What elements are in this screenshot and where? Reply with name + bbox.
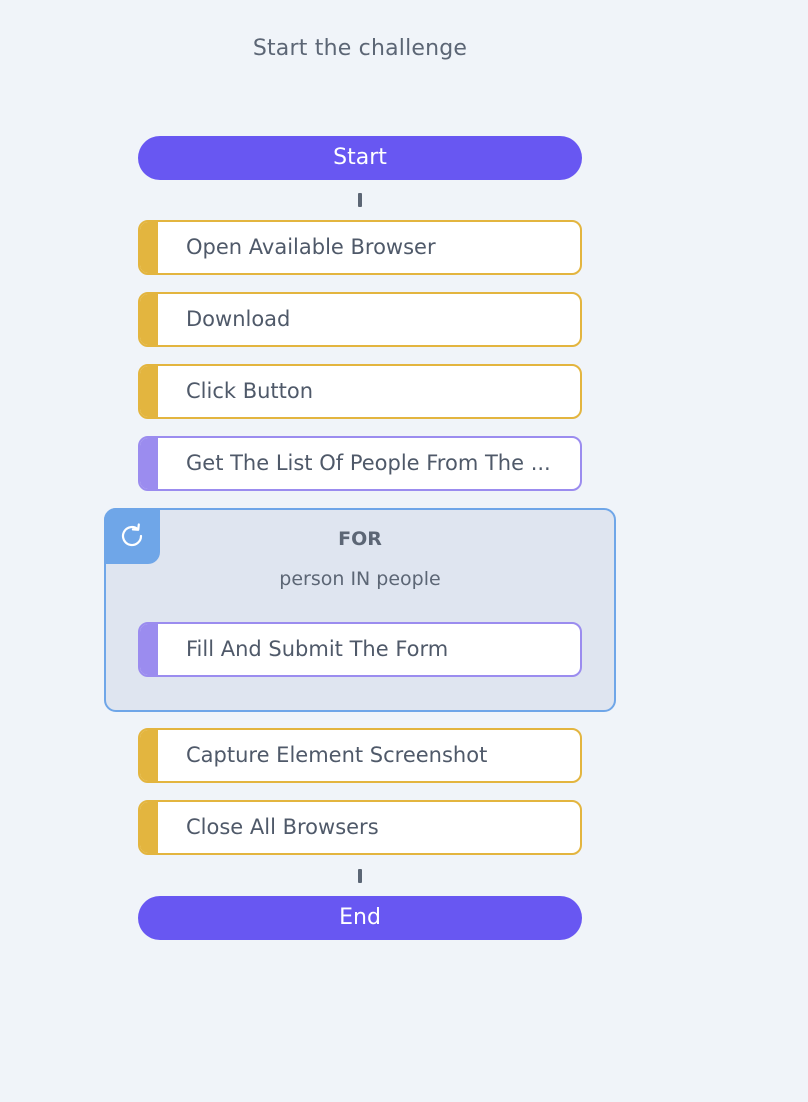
step-label: Get The List Of People From The ... <box>186 451 551 475</box>
for-loop-block[interactable]: FOR person IN people Fill And Submit The… <box>104 508 616 712</box>
step-fill-and-submit-form[interactable]: Fill And Submit The Form <box>138 622 582 677</box>
page-title: Start the challenge <box>252 36 468 61</box>
step-get-list-of-people[interactable]: Get The List Of People From The ... <box>138 436 582 491</box>
step-label: Click Button <box>186 379 314 403</box>
start-connector <box>358 193 362 207</box>
step-open-available-browser[interactable]: Open Available Browser <box>138 220 582 275</box>
for-expression: person IN people <box>279 568 441 590</box>
step-click-button[interactable]: Click Button <box>138 364 582 419</box>
end-connector <box>358 869 362 883</box>
keyword-type-marker <box>140 802 158 853</box>
step-label: Open Available Browser <box>186 235 436 259</box>
step-label: Download <box>186 307 291 331</box>
step-close-all-browsers[interactable]: Close All Browsers <box>138 800 582 855</box>
step-capture-element-screenshot[interactable]: Capture Element Screenshot <box>138 728 582 783</box>
keyword-type-marker <box>140 624 158 675</box>
refresh-icon <box>104 508 160 564</box>
step-label: Close All Browsers <box>186 815 379 839</box>
keyword-type-marker <box>140 438 158 489</box>
keyword-type-marker <box>140 730 158 781</box>
keyword-type-marker <box>140 222 158 273</box>
keyword-type-marker <box>140 366 158 417</box>
start-node[interactable]: Start <box>138 136 582 180</box>
end-node[interactable]: End <box>138 896 582 940</box>
for-keyword: FOR <box>338 528 382 550</box>
step-download[interactable]: Download <box>138 292 582 347</box>
keyword-type-marker <box>140 294 158 345</box>
step-label: Capture Element Screenshot <box>186 743 488 767</box>
step-label: Fill And Submit The Form <box>186 637 449 661</box>
